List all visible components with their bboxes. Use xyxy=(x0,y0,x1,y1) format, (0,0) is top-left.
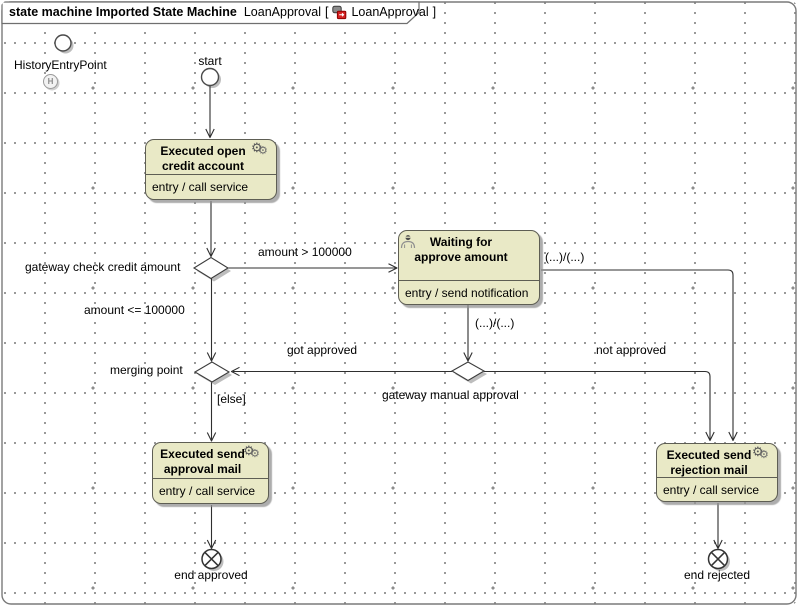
frame-open-bracket: [ xyxy=(325,5,329,19)
shallow-history-icon[interactable]: H xyxy=(43,74,58,89)
state-executed-open-credit-account[interactable]: Executed open credit account entry / cal… xyxy=(145,139,277,200)
gateway-manual-label[interactable]: gateway manual approval xyxy=(382,388,519,402)
frame-name-tab[interactable] xyxy=(1,1,420,25)
frame-close-bracket: ] xyxy=(432,5,437,19)
start-node[interactable] xyxy=(200,67,220,87)
transition-open-credit-to-gateway-check[interactable] xyxy=(206,201,216,258)
state-entry-activity: entry / send notification xyxy=(399,280,539,304)
transition-label-amount-le[interactable]: amount <= 100000 xyxy=(84,303,185,317)
state-executed-send-rejection-mail[interactable]: Executed send rejection mail entry / cal… xyxy=(656,443,778,502)
transition-label-amount-gt[interactable]: amount > 100000 xyxy=(258,245,352,259)
transition-gateway-manual-to-merging[interactable] xyxy=(230,366,453,377)
state-executed-send-approval-mail[interactable]: Executed send approval mail entry / call… xyxy=(152,442,269,504)
state-title: Executed send approval mail xyxy=(160,447,245,476)
gear-icon: ⚙ ⚙ xyxy=(243,443,260,460)
gateway-check-choice-node[interactable] xyxy=(192,256,230,280)
transition-gateway-check-to-waiting[interactable] xyxy=(228,263,398,273)
history-entry-point-label[interactable]: HistoryEntryPoint xyxy=(14,58,107,72)
transition-label-got-approved[interactable]: got approved xyxy=(287,343,358,357)
state-title: Executed send rejection mail xyxy=(666,448,752,477)
state-title: Executed open credit account xyxy=(160,144,246,173)
transition-gateway-check-to-merging[interactable] xyxy=(206,278,217,362)
end-rejected-label[interactable]: end rejected xyxy=(683,568,751,582)
state-entry-activity: entry / call service xyxy=(657,477,777,501)
history-entry-point-node[interactable] xyxy=(54,34,72,52)
transition-waiting-to-rejection-right[interactable] xyxy=(541,269,738,442)
transition-start-to-open-credit[interactable] xyxy=(205,86,215,139)
frame-instance-name: LoanApproval xyxy=(243,5,321,19)
gateway-check-label[interactable]: gateway check credit amount xyxy=(25,260,181,274)
state-entry-activity: entry / call service xyxy=(153,478,268,503)
gear-icon: ⚙ ⚙ xyxy=(752,444,769,461)
frame-ref-name: LoanApproval xyxy=(351,5,429,19)
frame-title: state machine Imported State Machine Loa… xyxy=(9,4,436,20)
end-approved-node[interactable] xyxy=(201,548,222,570)
transition-approval-mail-to-end[interactable] xyxy=(206,505,217,550)
merging-point-node[interactable] xyxy=(193,361,231,383)
state-entry-activity: entry / call service xyxy=(146,174,276,199)
transition-label-not-approved[interactable]: not approved xyxy=(596,343,667,357)
person-icon xyxy=(400,235,416,249)
gateway-manual-choice-node[interactable] xyxy=(450,361,486,382)
state-waiting-for-approve-amount[interactable]: Waiting for approve amount entry / send … xyxy=(398,230,540,305)
state-machine-icon xyxy=(332,5,347,19)
end-approved-label[interactable]: end approved xyxy=(174,568,248,582)
transition-gateway-manual-to-rejection[interactable] xyxy=(484,370,715,442)
transition-label-effect-down[interactable]: (...)/(...) xyxy=(475,316,515,330)
frame-keyword: state machine Imported State Machine xyxy=(9,5,237,19)
transition-merging-to-approval-mail[interactable] xyxy=(206,382,217,442)
gear-icon: ⚙ ⚙ xyxy=(251,140,268,157)
start-label[interactable]: start xyxy=(198,54,222,68)
end-rejected-node[interactable] xyxy=(707,548,729,570)
transition-rejection-mail-to-end[interactable] xyxy=(713,503,723,550)
transition-label-effect-right[interactable]: (...)/(...) xyxy=(545,250,585,264)
transition-waiting-to-gateway-manual[interactable] xyxy=(463,305,473,362)
state-title: Waiting for approve amount xyxy=(414,235,508,264)
transition-label-else[interactable]: [else] xyxy=(217,392,246,406)
merging-point-label[interactable]: merging point xyxy=(110,363,183,377)
